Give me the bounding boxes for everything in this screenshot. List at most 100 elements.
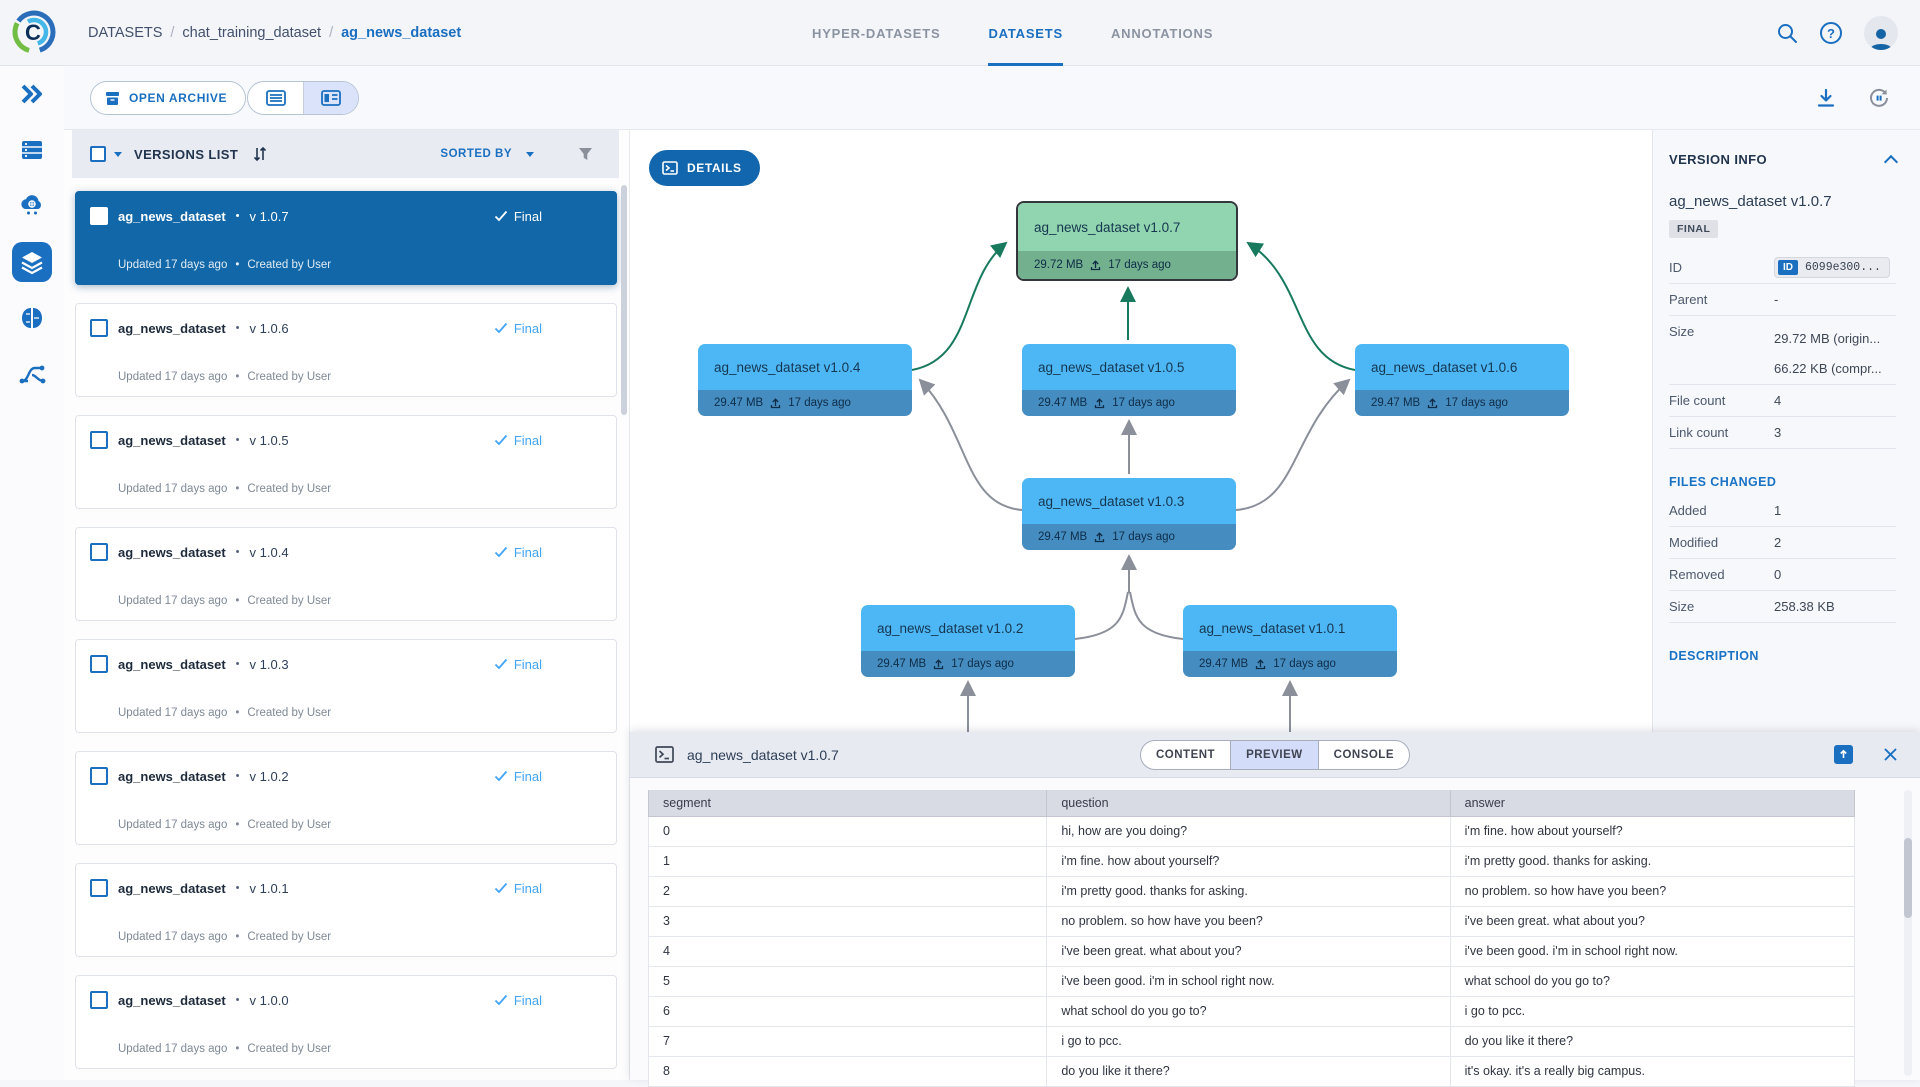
pipelines-icon[interactable] [0, 346, 64, 402]
row-checkbox[interactable] [90, 991, 108, 1009]
graph-node-v102[interactable]: ag_news_dataset v1.0.2 29.47 MB 17 days … [861, 605, 1075, 677]
table-view-button[interactable] [248, 82, 303, 114]
node-title: ag_news_dataset v1.0.5 [1022, 344, 1236, 390]
breadcrumb-separator: / [329, 25, 333, 41]
details-button[interactable]: DETAILS [649, 150, 760, 186]
graph-node-v104[interactable]: ag_news_dataset v1.0.4 29.47 MB 17 days … [698, 344, 912, 416]
status-label: Final [514, 545, 542, 560]
row-checkbox[interactable] [90, 655, 108, 673]
row-checkbox[interactable] [90, 207, 108, 225]
graph-node-v101[interactable]: ag_news_dataset v1.0.1 29.47 MB 17 days … [1183, 605, 1397, 677]
sort-columns-icon[interactable] [252, 146, 268, 162]
column-header-segment[interactable]: segment [649, 790, 1047, 816]
hyper-datasets-icon[interactable] [0, 178, 64, 234]
status-label: Final [514, 209, 542, 224]
version-row-1-0-6[interactable]: ag_news_dataset • v 1.0.6 Final Updated … [75, 303, 617, 397]
added-value: 1 [1774, 503, 1781, 518]
version-row-1-0-7[interactable]: ag_news_dataset • v 1.0.7 Final Updated … [75, 191, 617, 285]
breadcrumb-datasets[interactable]: DATASETS [88, 25, 162, 41]
select-all-caret-icon[interactable] [114, 152, 122, 157]
table-view-icon [266, 90, 286, 106]
user-avatar[interactable] [1864, 16, 1898, 50]
cell-segment: 4 [649, 936, 1047, 966]
workers-queues-icon[interactable] [0, 122, 64, 178]
cell-segment: 3 [649, 906, 1047, 936]
version-row-1-0-1[interactable]: ag_news_dataset • v 1.0.1 Final Updated … [75, 863, 617, 957]
created-label: Created by User [247, 259, 331, 271]
preview-title: ag_news_dataset v1.0.7 [687, 747, 839, 763]
column-header-question[interactable]: question [1047, 790, 1450, 816]
versions-list-title: VERSIONS LIST [134, 147, 238, 162]
check-icon [494, 882, 508, 894]
row-checkbox[interactable] [90, 319, 108, 337]
versions-list-header: VERSIONS LIST SORTED BY [72, 130, 619, 178]
row-checkbox[interactable] [90, 879, 108, 897]
version-row-1-0-2[interactable]: ag_news_dataset • v 1.0.2 Final Updated … [75, 751, 617, 845]
created-label: Created by User [247, 595, 331, 607]
filter-icon[interactable] [578, 147, 593, 161]
parent-label: Parent [1669, 292, 1774, 307]
close-panel-icon[interactable] [1883, 747, 1898, 762]
dot-separator: • [235, 931, 239, 943]
version-row-1-0-5[interactable]: ag_news_dataset • v 1.0.5 Final Updated … [75, 415, 617, 509]
expand-rail-icon[interactable] [0, 66, 64, 122]
split-view-button[interactable] [303, 82, 358, 114]
final-badge: FINAL [1669, 220, 1718, 238]
cell-question: i've been great. what about you? [1047, 936, 1450, 966]
cell-question: what school do you go to? [1047, 996, 1450, 1026]
version-name: ag_news_dataset [118, 209, 226, 224]
dot-separator: • [236, 658, 240, 670]
split-view-icon [321, 90, 341, 106]
version-row-1-0-0[interactable]: ag_news_dataset • v 1.0.0 Final Updated … [75, 975, 617, 1069]
breadcrumb-current: ag_news_dataset [341, 25, 461, 41]
help-icon[interactable]: ? [1820, 22, 1842, 44]
dot-separator: • [236, 882, 240, 894]
table-row: 3 no problem. so how have you been? i've… [649, 906, 1855, 936]
tab-annotations[interactable]: ANNOTATIONS [1111, 0, 1213, 66]
table-row: 8 do you like it there? it's okay. it's … [649, 1056, 1855, 1086]
dot-separator: • [236, 770, 240, 782]
column-header-answer[interactable]: answer [1450, 790, 1854, 816]
tab-datasets[interactable]: DATASETS [988, 0, 1063, 66]
tab-preview[interactable]: PREVIEW [1230, 741, 1318, 769]
sorted-by-control[interactable]: SORTED BY [440, 148, 534, 160]
help-question-mark: ? [1827, 26, 1835, 41]
version-info-panel: VERSION INFO ag_news_dataset v1.0.7 FINA… [1652, 130, 1920, 732]
tab-console[interactable]: CONSOLE [1318, 741, 1409, 769]
collapse-chevron-icon[interactable] [1884, 154, 1898, 168]
version-number: v 1.0.7 [250, 209, 289, 224]
breadcrumb-separator: / [170, 25, 174, 41]
id-pill[interactable]: ID 6099e300... [1774, 257, 1890, 278]
tab-hyper-datasets[interactable]: HYPER-DATASETS [812, 0, 940, 66]
open-archive-button[interactable]: OPEN ARCHIVE [90, 81, 246, 115]
graph-node-v107[interactable]: ag_news_dataset v1.0.7 29.72 MB 17 days … [1016, 201, 1238, 281]
version-row-1-0-3[interactable]: ag_news_dataset • v 1.0.3 Final Updated … [75, 639, 617, 733]
created-label: Created by User [247, 371, 331, 383]
graph-node-v105[interactable]: ag_news_dataset v1.0.5 29.47 MB 17 days … [1022, 344, 1236, 416]
version-info-name: ag_news_dataset v1.0.7 [1669, 193, 1896, 210]
created-label: Created by User [247, 483, 331, 495]
models-icon[interactable] [0, 290, 64, 346]
clearml-logo-icon[interactable]: C [9, 5, 61, 61]
select-all-checkbox[interactable] [90, 146, 106, 162]
edge-v101-merge [1130, 592, 1183, 639]
breadcrumb-project[interactable]: chat_training_dataset [182, 25, 321, 41]
row-checkbox[interactable] [90, 767, 108, 785]
datasets-icon[interactable] [0, 234, 64, 290]
id-chip: ID [1778, 260, 1798, 275]
search-icon[interactable] [1776, 22, 1798, 44]
row-checkbox[interactable] [90, 431, 108, 449]
table-scrollbar-track[interactable] [1904, 790, 1912, 1076]
row-checkbox[interactable] [90, 543, 108, 561]
tab-content[interactable]: CONTENT [1141, 741, 1230, 769]
table-row: 5 i've been good. i'm in school right no… [649, 966, 1855, 996]
graph-node-v103[interactable]: ag_news_dataset v1.0.3 29.47 MB 17 days … [1022, 478, 1236, 550]
version-row-1-0-4[interactable]: ag_news_dataset • v 1.0.4 Final Updated … [75, 527, 617, 621]
expand-panel-icon[interactable] [1834, 745, 1853, 764]
graph-node-v106[interactable]: ag_news_dataset v1.0.6 29.47 MB 17 days … [1355, 344, 1569, 416]
table-scrollbar-thumb[interactable] [1904, 838, 1912, 918]
versions-scrollbar[interactable] [621, 185, 627, 415]
download-icon[interactable] [1816, 88, 1836, 108]
updated-label: Updated 17 days ago [118, 259, 227, 271]
auto-refresh-icon[interactable] [1868, 87, 1890, 109]
